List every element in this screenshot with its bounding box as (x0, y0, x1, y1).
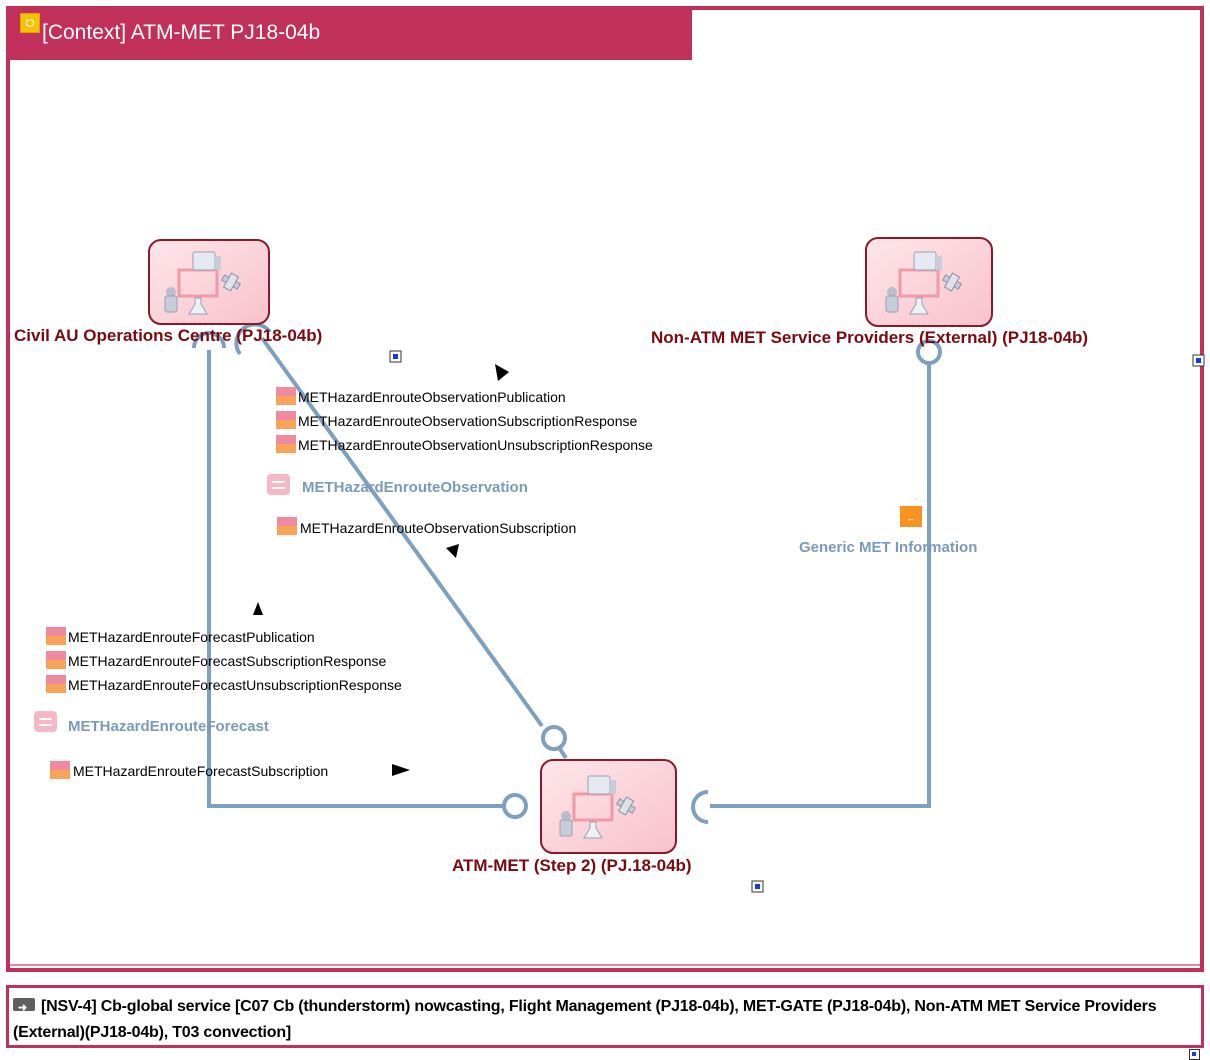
operation-label: METHazardEnrouteForecastSubscription (73, 763, 328, 779)
operation-icon (46, 627, 66, 645)
service-label-observation: METHazardEnrouteObservation (302, 479, 528, 496)
operation-icon (276, 411, 296, 429)
operation-label: METHazardEnrouteObservationSubscription (300, 520, 576, 536)
generic-met-connector[interactable] (710, 364, 931, 808)
node-box (540, 759, 677, 854)
node-atm-met[interactable] (540, 759, 677, 854)
operation-label: METHazardEnrouteForecastPublication (68, 629, 315, 645)
operation-icon (46, 651, 66, 669)
arrow-icon (392, 764, 410, 776)
operation-icon (277, 517, 297, 535)
link-marker-icon[interactable] (751, 880, 764, 893)
atm-met-observation-interface (541, 725, 567, 751)
observation-connector[interactable] (260, 336, 544, 728)
operation-label: METHazardEnrouteForecastUnsubscriptionRe… (68, 677, 402, 693)
diagram-footer: [NSV-4] Cb-global service [C07 Cb (thund… (6, 985, 1204, 1048)
interface-ports (192, 322, 942, 824)
node-label-civil-au: Civil AU Operations Centre (PJ18-04b) (14, 326, 322, 345)
arrow-icon (446, 544, 459, 558)
observation-socket (234, 322, 272, 356)
arrow-icon (253, 602, 263, 615)
atm-met-forecast-interface (502, 793, 528, 819)
atm-met-generic-socket (691, 790, 709, 824)
forecast-connector[interactable] (207, 350, 503, 808)
diagram-title-tab: [Context] ATM-MET PJ18-04b (6, 6, 692, 60)
non-atm-provided-interface (916, 339, 942, 365)
node-box (865, 237, 993, 327)
forecast-socket (192, 331, 226, 349)
operation-icon (276, 387, 296, 405)
operation-label: METHazardEnrouteObservationSubscriptionR… (298, 413, 637, 429)
operation-icon (50, 761, 70, 779)
operation-icon (276, 435, 296, 453)
node-non-atm[interactable] (865, 237, 993, 327)
node-label-atm-met: ATM-MET (Step 2) (PJ.18-04b) (452, 856, 692, 875)
service-label-generic: Generic MET Information (799, 539, 977, 556)
svg-text:↔: ↔ (907, 513, 916, 523)
arrow-icon (495, 364, 509, 381)
flow-arrows (253, 364, 509, 776)
operation-label: METHazardEnrouteObservationPublication (298, 389, 566, 405)
node-label-non-atm: Non-ATM MET Service Providers (External)… (651, 328, 1088, 347)
link-markers (389, 350, 1205, 893)
view-link-icon[interactable] (13, 995, 35, 1021)
service-icon-observation (267, 474, 290, 495)
connectors (207, 336, 931, 808)
node-box (148, 239, 270, 325)
service-label-forecast: METHazardEnrouteForecast (68, 718, 269, 735)
context-diagram-icon (20, 13, 40, 34)
diagram-title: [Context] ATM-MET PJ18-04b (42, 21, 321, 44)
link-marker-icon[interactable] (1192, 354, 1205, 367)
footer-text: [NSV-4] Cb-global service [C07 Cb (thund… (13, 998, 1157, 1041)
link-marker-icon[interactable] (389, 350, 402, 363)
service-icon-forecast (34, 711, 57, 732)
operation-label: METHazardEnrouteObservationUnsubscriptio… (298, 437, 653, 453)
link-marker-icon[interactable] (1189, 1049, 1200, 1060)
service-icon-generic: ↔ (900, 506, 922, 527)
operation-icons (46, 387, 297, 779)
operation-icon (46, 675, 66, 693)
operation-label: METHazardEnrouteForecastSubscriptionResp… (68, 653, 386, 669)
node-civil-au[interactable] (148, 239, 270, 325)
frame-divider (10, 964, 1200, 966)
